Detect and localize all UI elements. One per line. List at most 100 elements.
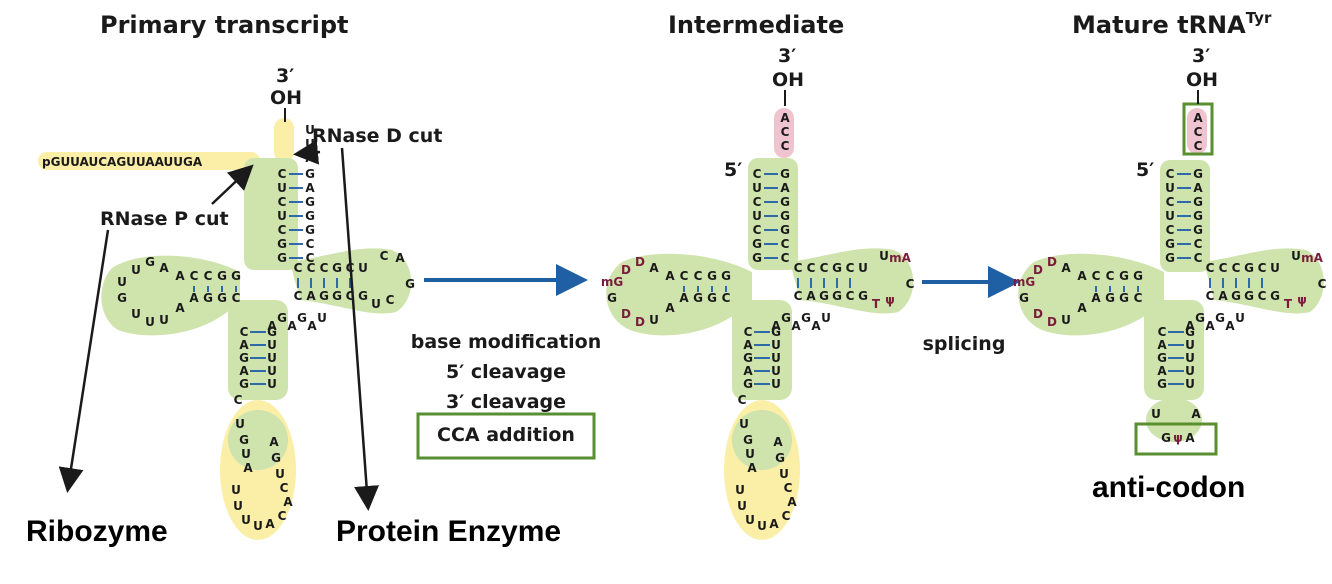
- d-stem-nucleotide: D: [1033, 307, 1043, 321]
- variable-loop-nucleotide: U: [317, 311, 327, 325]
- d-loop-nucleotide: A: [159, 261, 169, 275]
- variable-loop-nucleotide: U: [1235, 311, 1245, 325]
- t-stem-nucleotide: C: [1206, 289, 1215, 303]
- anticodon-stem-nucleotide: U: [267, 338, 277, 352]
- anticodon-stem-nucleotide: A: [743, 364, 753, 378]
- anticodon-stem-nucleotide: U: [771, 364, 781, 378]
- acceptor-3-nucleotide: G: [780, 209, 790, 223]
- d-loop-nucleotide: G: [1119, 269, 1129, 283]
- d-loop-nucleotide: G: [217, 269, 227, 283]
- anticodon-stem-nucleotide: G: [1157, 351, 1167, 365]
- d-loop-nucleotide: C: [680, 269, 689, 283]
- t-stem-nucleotide: G: [1244, 261, 1254, 275]
- t-arm-bg: [790, 248, 914, 314]
- variable-loop-nucleotide: U: [821, 311, 831, 325]
- d-stem-nucleotide: A: [175, 301, 185, 315]
- anticodon-loop-nucleotide: A: [1191, 407, 1201, 421]
- anticodon-stem-nucleotide: G: [267, 325, 277, 339]
- rnase-d-label: RNase D cut: [312, 125, 442, 147]
- three-prime-label: 3′: [276, 65, 294, 87]
- d-stem-nucleotide: A: [665, 301, 675, 315]
- tail-nucleotide: A: [780, 111, 790, 125]
- anticodon-stem-nucleotide: G: [239, 351, 249, 365]
- anticodon-loop-nucleotide: U: [1151, 407, 1161, 421]
- acceptor-5-nucleotide: U: [1165, 181, 1175, 195]
- tail-nucleotide: C: [1194, 139, 1203, 153]
- acceptor-3-nucleotide: A: [305, 181, 315, 195]
- anticodon-loop-nucleotide: U: [737, 499, 747, 513]
- d-stem-nucleotide: U: [131, 307, 141, 321]
- acceptor-5-nucleotide: C: [753, 167, 762, 181]
- tail-nucleotide: A: [1193, 111, 1203, 125]
- anticodon-loop-nucleotide: U: [779, 467, 789, 481]
- t-loop-nucleotide: U: [1291, 249, 1301, 263]
- d-loop-nucleotide: D: [635, 255, 645, 269]
- d-stem-nucleotide: G: [117, 291, 127, 305]
- t-loop-nucleotide: U: [371, 297, 381, 311]
- acceptor-3-nucleotide: C: [306, 237, 315, 251]
- rnase-p-label: RNase P cut: [100, 208, 229, 230]
- step1-cca-addition: CCA addition: [437, 424, 575, 446]
- anticodon-loop-nucleotide: G: [239, 433, 249, 447]
- variable-loop-nucleotide: A: [791, 319, 801, 333]
- t-loop-nucleotide: C: [380, 249, 389, 263]
- step2-splicing: splicing: [923, 333, 1006, 355]
- anticodon-loop-nucleotide: C: [278, 509, 287, 523]
- d-stem-nucleotide: D: [621, 307, 631, 321]
- acceptor-5-nucleotide: U: [277, 209, 287, 223]
- t-loop-nucleotide: ψ: [1297, 293, 1307, 307]
- d-stem-nucleotide: A: [679, 291, 689, 305]
- anticodon-stem-nucleotide: A: [1157, 364, 1167, 378]
- anticodon-stem-nucleotide: C: [240, 325, 249, 339]
- acceptor-5-nucleotide: C: [1166, 223, 1175, 237]
- d-stem-nucleotide: G: [1119, 291, 1129, 305]
- acceptor-3-nucleotide: G: [1193, 195, 1203, 209]
- anticodon-label: anti-codon: [1092, 471, 1245, 504]
- tail-highlight: [274, 118, 294, 162]
- d-loop-nucleotide: A: [1061, 261, 1071, 275]
- t-stem-nucleotide: A: [306, 289, 316, 303]
- anticodon-stem-nucleotide: U: [771, 338, 781, 352]
- ribozyme-label: Ribozyme: [26, 515, 168, 548]
- anticodon-stem-nucleotide: U: [267, 377, 277, 391]
- t-stem-nucleotide: C: [294, 261, 303, 275]
- t-stem-nucleotide: G: [832, 289, 842, 303]
- acceptor-3-nucleotide: C: [781, 251, 790, 265]
- acceptor-3-nucleotide: G: [305, 167, 315, 181]
- anticodon-loop-nucleotide: A: [787, 495, 797, 509]
- t-stem-nucleotide: C: [307, 261, 316, 275]
- d-stem-nucleotide: U: [649, 313, 659, 327]
- acceptor-3-nucleotide: G: [780, 195, 790, 209]
- leader-highlight: [38, 152, 260, 170]
- anticodon-loop-nucleotide: A: [773, 435, 783, 449]
- variable-loop-nucleotide: A: [1205, 319, 1215, 333]
- d-loop-nucleotide: D: [1033, 263, 1043, 277]
- anticodon-nucleotide: G: [1161, 431, 1171, 445]
- anticodon-nucleotide: ψ: [1173, 431, 1183, 445]
- anticodon-loop-nucleotide: A: [269, 435, 279, 449]
- d-stem-nucleotide: A: [189, 291, 199, 305]
- acceptor-3-nucleotide: C: [1194, 251, 1203, 265]
- anticodon-loop-nucleotide: U: [739, 417, 749, 431]
- acceptor-5-nucleotide: U: [752, 181, 762, 195]
- acceptor-3-nucleotide: G: [780, 167, 790, 181]
- acceptor-5-nucleotide: C: [278, 195, 287, 209]
- t-stem-nucleotide: C: [320, 261, 329, 275]
- t-stem-nucleotide: C: [346, 289, 355, 303]
- cca-tail-highlight: [1187, 108, 1207, 154]
- anticodon-loop-nucleotide: A: [243, 461, 253, 475]
- anticodon-loop-nucleotide: U: [235, 417, 245, 431]
- d-loop-nucleotide: C: [694, 269, 703, 283]
- acceptor-5-nucleotide: C: [1166, 195, 1175, 209]
- d-loop-nucleotide: A: [665, 269, 675, 283]
- d-stem-nucleotide: G: [1019, 291, 1029, 305]
- tail-nucleotide: U: [305, 123, 315, 137]
- d-loop-nucleotide: mG: [1013, 275, 1035, 289]
- d-stem-nucleotide: G: [203, 291, 213, 305]
- acceptor-5-nucleotide: U: [1165, 209, 1175, 223]
